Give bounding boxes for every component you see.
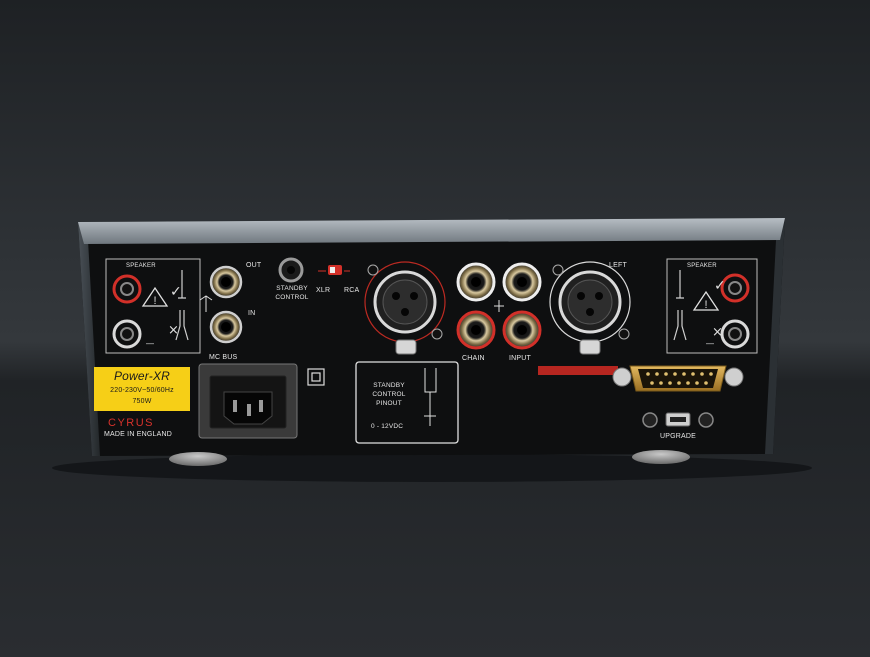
left-speaker-panel: ! ✓ × (105, 258, 201, 354)
left-foot (169, 452, 227, 466)
cyrus-logo: CYRUS (108, 417, 155, 429)
rating-power: 750W (132, 398, 152, 405)
serial-pin (673, 372, 677, 376)
double-insulation-icon (307, 368, 325, 386)
xlr-input-right (549, 261, 631, 355)
standby-control-title-2: CONTROL (275, 294, 309, 301)
mc-bus-in-label: IN (248, 310, 256, 317)
pinout-voltage: 0 - 12VDC (371, 423, 404, 430)
serial-pin (700, 372, 704, 376)
cross-icon: × (712, 325, 723, 340)
rating-voltage: 220-230V~50/60Hz (110, 387, 174, 394)
serial-pin (691, 372, 695, 376)
standby-pinout-box (355, 361, 459, 444)
switch-xlr-label: XLR (316, 287, 331, 294)
serial-pin (668, 381, 672, 385)
mc-bus-out-label: OUT (246, 262, 262, 269)
right-speaker-panel: ! ✓ × (666, 258, 758, 354)
serial-pin (709, 372, 713, 376)
xlr-input-left (364, 261, 446, 355)
switch-rca-label: RCA (344, 287, 360, 294)
made-in-england: MADE IN ENGLAND (104, 431, 172, 438)
speaker-plug-icon (175, 270, 189, 341)
serial-pin (659, 381, 663, 385)
rating-label (94, 367, 190, 411)
serial-pin (646, 372, 650, 376)
red-label-strip (538, 366, 618, 375)
rca-connector-cluster (456, 262, 542, 350)
warning-triangle-icon (692, 290, 720, 311)
right-minus-label: — (706, 339, 715, 348)
warning-triangle-icon (141, 286, 169, 307)
left-channel-label: LEFT (609, 262, 627, 269)
right-speaker-negative-terminal (720, 319, 750, 349)
svg-text:!: ! (704, 299, 707, 311)
mc-bus-connectors (199, 265, 243, 344)
serial-pin (682, 372, 686, 376)
serial-pin (677, 381, 681, 385)
serial-pin (686, 381, 690, 385)
left-speaker-title: SPEAKER (126, 263, 156, 269)
pinout-line-3: PINOUT (376, 400, 402, 407)
chain-label: CHAIN (462, 355, 485, 362)
check-icon: ✓ (170, 284, 182, 300)
speaker-plug-icon (673, 270, 687, 341)
svg-text:!: ! (153, 295, 156, 307)
usb-upgrade-port (642, 412, 714, 428)
cross-icon: × (168, 323, 179, 338)
left-speaker-positive-terminal (112, 274, 142, 304)
upgrade-label: UPGRADE (659, 433, 697, 440)
input-label: INPUT (509, 355, 531, 362)
serial-pin (695, 381, 699, 385)
right-foot (632, 450, 690, 464)
serial-pin (704, 381, 708, 385)
iec-power-inlet (198, 363, 298, 439)
pinout-line-2: CONTROL (372, 391, 406, 398)
left-minus-label: — (146, 339, 155, 348)
serial-pin (655, 372, 659, 376)
mc-bus-title: MC BUS (209, 354, 238, 361)
left-speaker-negative-terminal (112, 319, 142, 349)
right-speaker-positive-terminal (720, 273, 750, 303)
pinout-line-1: STANDBY (373, 382, 405, 389)
right-speaker-title: SPEAKER (687, 263, 717, 269)
serial-pin (664, 372, 668, 376)
serial-pin (650, 381, 654, 385)
rating-model: Power-XR (113, 369, 171, 383)
standby-control-title-1: STANDBY (276, 285, 308, 292)
check-icon: ✓ (714, 278, 726, 294)
